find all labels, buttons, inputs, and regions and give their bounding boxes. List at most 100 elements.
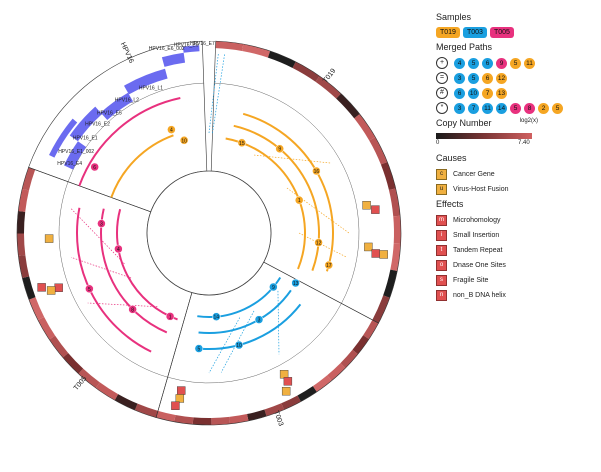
hpv-gene-block: [69, 106, 102, 142]
annotation-box: [171, 401, 180, 410]
copy-number-segment: [327, 363, 346, 381]
effect-code-box: n: [436, 289, 447, 301]
merged-path-symbol: *: [436, 102, 448, 114]
path-node-marker: [90, 162, 99, 172]
copy-number-bar: [436, 133, 532, 139]
annotation-box: [44, 234, 54, 243]
copy-number-segment: [340, 349, 358, 369]
sample-chip-t005: T005: [489, 27, 514, 38]
path-node-marker: [237, 138, 247, 148]
path-node-marker: [194, 344, 204, 353]
hpv-gene-label: HPV16_L2: [115, 98, 139, 104]
t003-path-arc: [200, 303, 302, 350]
copy-number-scale: log2(x): [519, 118, 538, 124]
center-hole: [146, 170, 272, 296]
copy-number-segment: [192, 417, 212, 425]
path-node-label: 4: [170, 128, 173, 134]
copy-number-segment: [312, 375, 332, 392]
path-node: 5: [552, 102, 563, 114]
sample-chip-t019: T019: [436, 27, 460, 38]
path-node: 5: [510, 57, 521, 69]
copy-number-segment: [211, 416, 231, 425]
sector-label-t003: T003: [272, 410, 284, 427]
annotation-box: [379, 250, 388, 259]
path-node-marker: [312, 166, 321, 176]
copy-number-segment: [315, 75, 341, 99]
annotation-box: [54, 283, 63, 292]
copy-number-segment: [174, 414, 194, 425]
copy-number-segment: [229, 414, 249, 424]
merged-path-symbol: =: [436, 72, 448, 84]
copy-number-segment: [281, 395, 301, 410]
copy-number-segment: [78, 368, 100, 389]
connector-line: [212, 53, 226, 134]
path-node: 3: [454, 102, 465, 114]
effect-code-box: o: [436, 259, 447, 271]
hpv-gene-block: [49, 118, 78, 158]
annotation-box: [177, 386, 186, 395]
merged-path-symbol: +: [436, 57, 448, 69]
annotation-box: [37, 283, 46, 292]
samples-title: Samples: [436, 12, 472, 22]
path-node: 13: [496, 87, 507, 99]
annotation-box: [281, 386, 291, 396]
copy-number-segment: [62, 352, 84, 374]
causes-title: Causes: [436, 153, 467, 163]
path-node-marker: [85, 284, 94, 294]
copy-number-segment: [388, 188, 401, 217]
path-node-label: 14: [214, 315, 220, 321]
path-node-marker: [165, 312, 175, 321]
hpv-gene-label: HPV16_E6_002: [149, 46, 185, 52]
path-node-marker: [275, 144, 284, 153]
hpv-gene-label: HPV16_E2: [85, 121, 110, 127]
path-node-label: 3: [258, 318, 261, 324]
cause-code-box: c: [436, 168, 447, 180]
path-node: 14: [496, 102, 507, 114]
hpv-gene-label: HPV16_E6: [174, 42, 199, 48]
path-node: 11: [524, 57, 535, 69]
hpv-gene-label: HPV16_E5: [97, 110, 122, 116]
path-node-marker: [128, 305, 137, 314]
effect-label: Small Insertion: [453, 231, 500, 239]
path-node-marker: [114, 244, 123, 254]
copy-number-segment: [114, 394, 138, 411]
path-node: 6: [482, 57, 493, 69]
copy-number-segment: [297, 386, 317, 402]
t005-path-arc: [100, 208, 168, 334]
connector-line: [87, 302, 158, 308]
path-node-label: 1: [298, 198, 301, 204]
t019-path-arc: [225, 137, 306, 270]
path-node-label: 10: [236, 343, 242, 349]
sector-label-t019: T019: [322, 68, 337, 85]
annotation-box: [279, 370, 289, 379]
t019-path-arc: [242, 112, 334, 272]
path-node: 10: [468, 87, 479, 99]
path-node: 12: [496, 72, 507, 84]
copy-number-segment: [372, 295, 390, 324]
hpv-gene-block: [124, 68, 168, 95]
copy-number-segment: [215, 41, 244, 51]
path-node-label: 9: [278, 147, 281, 153]
effect-label: Fragile Site: [453, 276, 489, 284]
annotation-box: [46, 286, 56, 295]
cause-label: Virus-Host Fusion: [453, 185, 509, 193]
copy-number-segment: [352, 335, 369, 355]
copy-number-segment: [264, 403, 285, 417]
annotation-box: [371, 249, 380, 258]
t005-path-arc: [76, 207, 152, 353]
copy-number-segment: [369, 137, 388, 165]
path-node-label: 9: [272, 285, 275, 291]
path-node-marker: [291, 278, 300, 288]
copy-number-segment: [267, 50, 296, 68]
